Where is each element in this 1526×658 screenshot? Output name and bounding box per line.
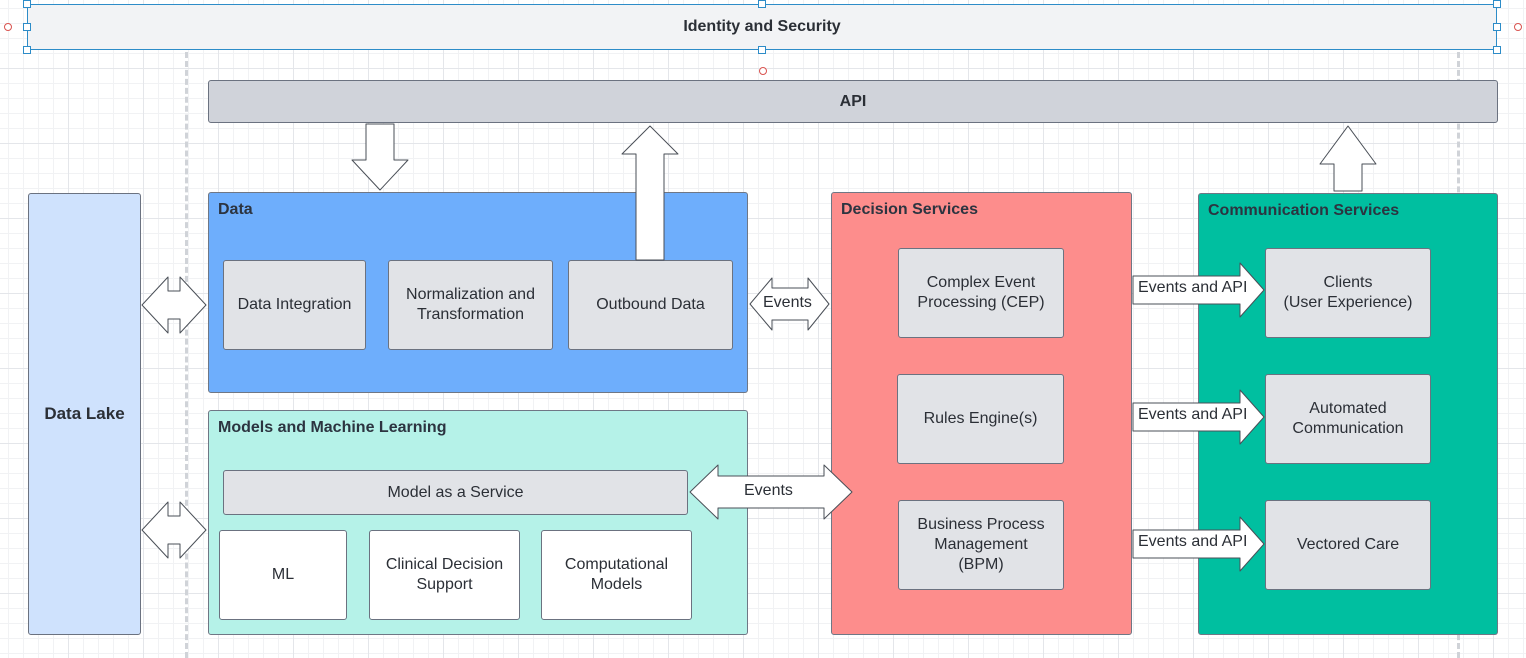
cep-box[interactable]: Complex Event Processing (CEP) — [898, 248, 1064, 338]
computational-models-label: Computational Models — [564, 556, 669, 593]
identity-security-label: Identity and Security — [683, 18, 841, 35]
events-api-arrow-2 — [1132, 389, 1265, 445]
clients-box[interactable]: Clients (User Experience) — [1265, 248, 1431, 338]
resize-handle-tl[interactable] — [23, 0, 31, 8]
clinical-decision-box[interactable]: Clinical Decision Support — [369, 530, 520, 620]
cep-label: Complex Event Processing (CEP) — [917, 274, 1045, 311]
connection-point-bottom[interactable] — [759, 67, 767, 75]
communication-services-title: Communication Services — [1208, 202, 1400, 219]
clinical-decision-label: Clinical Decision Support — [385, 556, 504, 593]
api-bar[interactable]: API — [208, 80, 1498, 123]
automated-communication-box[interactable]: Automated Communication — [1265, 374, 1431, 464]
model-as-a-service-box[interactable]: Model as a Service — [223, 470, 688, 515]
resize-handle-br[interactable] — [1493, 46, 1501, 54]
guide-line-left — [185, 52, 188, 658]
bpm-label: Business Process Management (BPM) — [917, 516, 1045, 573]
model-as-a-service-label: Model as a Service — [387, 483, 524, 501]
models-title: Models and Machine Learning — [218, 419, 447, 436]
datalake-data-double-arrow — [141, 276, 207, 334]
connection-point-right[interactable] — [1514, 23, 1522, 31]
resize-handle-mr[interactable] — [1493, 23, 1501, 31]
bpm-box[interactable]: Business Process Management (BPM) — [898, 500, 1064, 590]
resize-handle-tc[interactable] — [758, 0, 766, 8]
resize-handle-bl[interactable] — [23, 46, 31, 54]
data-decision-events-arrow — [749, 277, 830, 331]
events-api-arrow-1 — [1132, 262, 1265, 318]
normalization-label: Normalization and Transformation — [406, 286, 535, 323]
rules-engine-box[interactable]: Rules Engine(s) — [897, 374, 1064, 464]
events-label-top: Events — [763, 294, 812, 311]
datalake-models-double-arrow — [141, 501, 207, 559]
decision-services-title: Decision Services — [841, 201, 978, 218]
normalization-box[interactable]: Normalization and Transformation — [388, 260, 553, 350]
outbound-data-label: Outbound Data — [596, 296, 705, 313]
events-api-label-2: Events and API — [1138, 406, 1248, 423]
data-title: Data — [218, 201, 253, 218]
clients-label: Clients (User Experience) — [1283, 274, 1413, 311]
events-label-bottom: Events — [744, 482, 793, 499]
api-label: API — [839, 92, 867, 110]
events-api-arrow-3 — [1132, 516, 1265, 572]
rules-engine-label: Rules Engine(s) — [923, 410, 1038, 427]
communication-to-api-arrow — [1319, 125, 1377, 192]
events-api-label-3: Events and API — [1138, 533, 1248, 550]
vectored-care-box[interactable]: Vectored Care — [1265, 500, 1431, 590]
resize-handle-tr[interactable] — [1493, 0, 1501, 8]
outbound-to-api-arrow — [621, 125, 679, 261]
ml-label: ML — [271, 566, 295, 583]
models-decision-events-arrow — [689, 464, 853, 520]
ml-box[interactable]: ML — [219, 530, 347, 620]
events-api-label-1: Events and API — [1138, 279, 1248, 296]
computational-models-box[interactable]: Computational Models — [541, 530, 692, 620]
data-lake[interactable]: Data Lake — [28, 193, 141, 635]
connection-point-left[interactable] — [4, 23, 12, 31]
vectored-care-label: Vectored Care — [1296, 536, 1400, 553]
data-integration-box[interactable]: Data Integration — [223, 260, 366, 350]
automated-communication-label: Automated Communication — [1292, 400, 1404, 437]
resize-handle-bc[interactable] — [758, 46, 766, 54]
data-integration-label: Data Integration — [237, 296, 352, 313]
resize-handle-ml[interactable] — [23, 23, 31, 31]
data-lake-label: Data Lake — [44, 404, 125, 423]
api-to-data-arrow — [351, 123, 409, 191]
